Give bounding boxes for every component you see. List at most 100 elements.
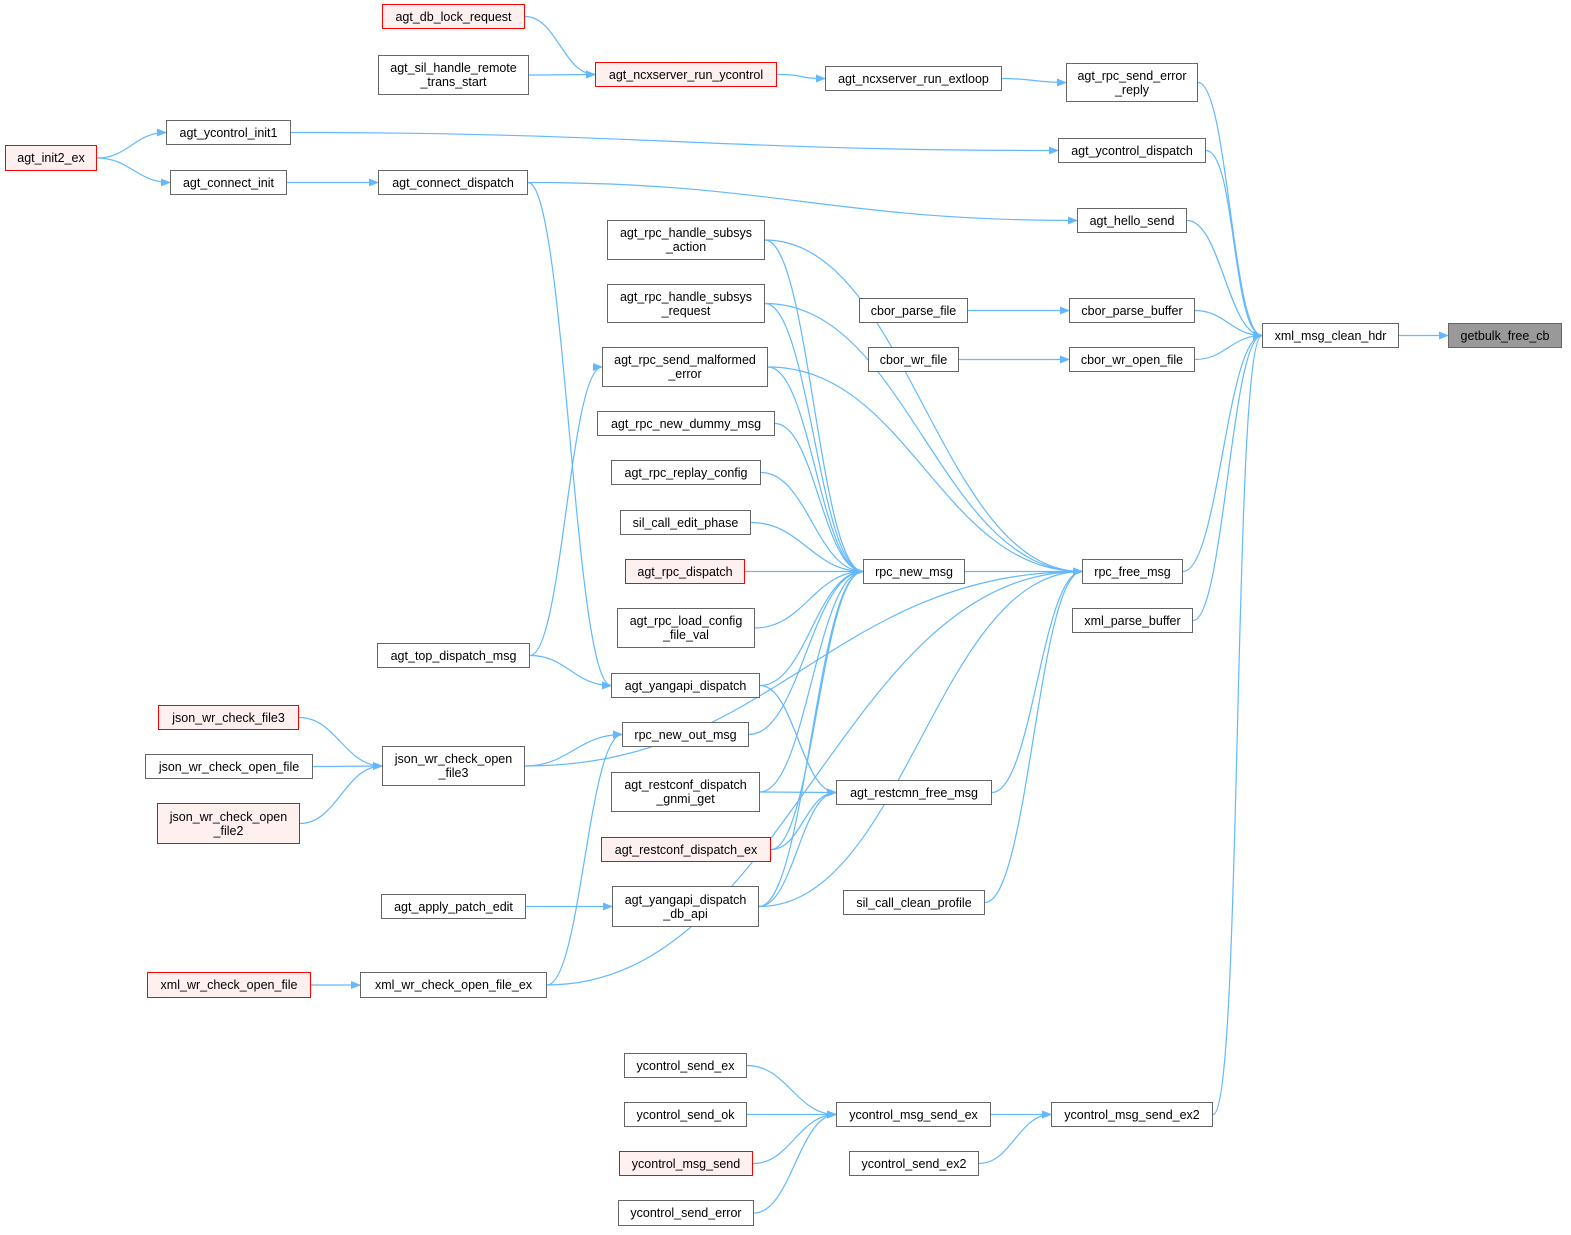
function-node-rpc-new-out-msg[interactable]: rpc_new_out_msg — [622, 722, 749, 747]
function-node-label: agt_connect_dispatch — [392, 175, 514, 190]
function-node-label: rpc_free_msg — [1094, 564, 1171, 579]
call-edge — [978, 1110, 1052, 1165]
function-node-label: ycontrol_send_ok — [636, 1107, 735, 1122]
function-node-label: agt_rpc_send_error — [1077, 68, 1187, 83]
call-edge — [770, 788, 837, 851]
function-node-label: _file3 — [438, 766, 469, 780]
function-node-agt-apply-patch-edit[interactable]: agt_apply_patch_edit — [381, 894, 526, 919]
function-node-agt-connect-dispatch[interactable]: agt_connect_dispatch — [378, 170, 528, 195]
call-edge — [770, 567, 864, 851]
function-node-label: agt_connect_init — [182, 175, 275, 190]
function-node-ycontrol-send-ok[interactable]: ycontrol_send_ok — [624, 1102, 747, 1127]
call-edge — [764, 302, 864, 576]
function-node-agt-restconf-dispatch-gnmi-get[interactable]: agt_restconf_dispatch_gnmi_get — [611, 772, 760, 812]
function-node-ycontrol-send-error[interactable]: ycontrol_send_error — [618, 1200, 754, 1226]
function-node-label: agt_hello_send — [1089, 213, 1175, 228]
call-edge — [528, 70, 596, 79]
call-edge — [527, 181, 1078, 225]
call-edge — [524, 730, 623, 767]
function-node-label: getbulk_free_cb — [1460, 328, 1550, 343]
function-node-label: agt_apply_patch_edit — [394, 899, 513, 914]
call-edge — [746, 1064, 837, 1119]
function-node-xml-parse-buffer[interactable]: xml_parse_buffer — [1072, 608, 1193, 633]
function-node-xml-wr-check-open-file[interactable]: xml_wr_check_open_file — [147, 972, 311, 998]
call-edge — [546, 567, 1083, 986]
function-node-xml-msg-clean-hdr[interactable]: xml_msg_clean_hdr — [1262, 323, 1399, 348]
function-node-label: agt_rpc_send_malformed — [614, 353, 756, 367]
function-node-label: agt_top_dispatch_msg — [390, 648, 517, 663]
function-node-label: agt_ncxserver_run_extloop — [838, 71, 989, 86]
function-node-agt-ncxserver-run-extloop[interactable]: agt_ncxserver_run_extloop — [825, 66, 1002, 91]
call-edge — [748, 567, 864, 736]
function-node-agt-rpc-send-malformed-error[interactable]: agt_rpc_send_malformed_error — [602, 347, 768, 387]
function-node-cbor-wr-file[interactable]: cbor_wr_file — [868, 347, 959, 372]
function-node-agt-sil-handle-remote-trans-start[interactable]: agt_sil_handle_remote_trans_start — [378, 55, 529, 95]
function-node-json-wr-check-open-file3[interactable]: json_wr_check_open_file3 — [382, 746, 525, 786]
function-node-agt-init2-ex[interactable]: agt_init2_ex — [5, 145, 97, 171]
function-node-label: agt_yangapi_dispatch — [624, 678, 747, 693]
function-node-rpc-free-msg[interactable]: rpc_free_msg — [1082, 559, 1183, 584]
function-node-agt-rpc-handle-subsys-request[interactable]: agt_rpc_handle_subsys_request — [607, 284, 765, 323]
function-node-cbor-parse-file[interactable]: cbor_parse_file — [859, 298, 968, 323]
call-edge — [1192, 331, 1263, 622]
function-node-sil-call-edit-phase[interactable]: sil_call_edit_phase — [620, 510, 751, 535]
function-node-cbor-parse-buffer[interactable]: cbor_parse_buffer — [1069, 298, 1195, 323]
call-edge — [546, 730, 623, 986]
function-node-agt-ycontrol-dispatch[interactable]: agt_ycontrol_dispatch — [1058, 138, 1206, 163]
function-node-label: _trans_start — [420, 75, 487, 89]
function-node-rpc-new-msg[interactable]: rpc_new_msg — [863, 559, 965, 584]
function-node-agt-rpc-send-error-reply[interactable]: agt_rpc_send_error_reply — [1066, 63, 1198, 102]
function-node-json-wr-check-file3[interactable]: json_wr_check_file3 — [158, 705, 299, 730]
call-edge — [1212, 331, 1263, 1116]
call-edge — [764, 239, 1083, 576]
function-node-agt-rpc-dispatch[interactable]: agt_rpc_dispatch — [625, 559, 745, 584]
function-node-label: cbor_wr_file — [879, 352, 948, 367]
function-node-ycontrol-msg-send-ex2[interactable]: ycontrol_msg_send_ex2 — [1051, 1102, 1213, 1127]
function-node-agt-rpc-replay-config[interactable]: agt_rpc_replay_config — [611, 460, 761, 485]
call-edge — [984, 567, 1083, 904]
call-edge — [529, 654, 612, 690]
function-node-ycontrol-msg-send[interactable]: ycontrol_msg_send — [619, 1151, 753, 1176]
function-node-agt-hello-send[interactable]: agt_hello_send — [1077, 208, 1187, 233]
function-node-agt-ycontrol-init1[interactable]: agt_ycontrol_init1 — [166, 120, 291, 145]
function-node-agt-ncxserver-run-ycontrol[interactable]: agt_ncxserver_run_ycontrol — [595, 62, 777, 87]
function-node-label: xml_wr_check_open_file — [160, 978, 298, 992]
function-node-cbor-wr-open-file[interactable]: cbor_wr_open_file — [1069, 347, 1195, 372]
function-node-label: json_wr_check_open_file — [158, 759, 300, 774]
call-edge — [759, 567, 864, 793]
function-node-label: agt_ycontrol_init1 — [179, 125, 278, 140]
function-node-ycontrol-msg-send-ex[interactable]: ycontrol_msg_send_ex — [836, 1102, 991, 1127]
function-node-agt-db-lock-request[interactable]: agt_db_lock_request — [382, 4, 525, 29]
function-node-label: ycontrol_send_ex2 — [861, 1156, 967, 1171]
call-edge — [752, 1110, 837, 1165]
call-edge — [96, 128, 167, 159]
function-node-label: cbor_parse_file — [870, 303, 957, 318]
function-node-xml-wr-check-open-file-ex[interactable]: xml_wr_check_open_file_ex — [360, 972, 547, 998]
function-node-agt-restcmn-free-msg[interactable]: agt_restcmn_free_msg — [836, 780, 992, 805]
function-node-label: _action — [665, 240, 707, 254]
call-edge — [767, 366, 1083, 576]
function-node-agt-rpc-load-config-file-val[interactable]: agt_rpc_load_config_file_val — [617, 608, 755, 648]
function-node-json-wr-check-open-file[interactable]: json_wr_check_open_file — [145, 754, 313, 779]
function-node-label: agt_sil_handle_remote — [390, 61, 517, 75]
function-node-label: _reply — [1114, 82, 1150, 97]
function-node-label: ycontrol_send_ex — [636, 1058, 735, 1073]
function-node-label: _file_val — [663, 628, 709, 642]
function-node-agt-restconf-dispatch-ex[interactable]: agt_restconf_dispatch_ex — [601, 837, 771, 862]
function-node-agt-yangapi-dispatch-db-api[interactable]: agt_yangapi_dispatch_db_api — [612, 886, 759, 927]
function-node-label: agt_restconf_dispatch — [624, 778, 747, 792]
function-node-agt-rpc-handle-subsys-action[interactable]: agt_rpc_handle_subsys_action — [607, 220, 765, 260]
function-node-agt-top-dispatch-msg[interactable]: agt_top_dispatch_msg — [377, 643, 530, 668]
function-node-ycontrol-send-ex[interactable]: ycontrol_send_ex — [624, 1053, 747, 1078]
function-node-agt-yangapi-dispatch[interactable]: agt_yangapi_dispatch — [611, 673, 760, 698]
function-node-sil-call-clean-profile[interactable]: sil_call_clean_profile — [843, 890, 985, 915]
call-edge — [760, 471, 864, 576]
function-node-agt-rpc-new-dummy-msg[interactable]: agt_rpc_new_dummy_msg — [597, 411, 775, 436]
call-edge — [750, 521, 864, 576]
function-node-json-wr-check-open-file2[interactable]: json_wr_check_open_file2 — [157, 803, 300, 844]
call-edge — [312, 762, 383, 771]
function-node-ycontrol-send-ex2[interactable]: ycontrol_send_ex2 — [849, 1151, 979, 1176]
function-node-agt-connect-init[interactable]: agt_connect_init — [170, 170, 287, 195]
call-edge — [524, 15, 596, 79]
function-node-getbulk-free-cb[interactable]: getbulk_free_cb — [1448, 323, 1562, 348]
